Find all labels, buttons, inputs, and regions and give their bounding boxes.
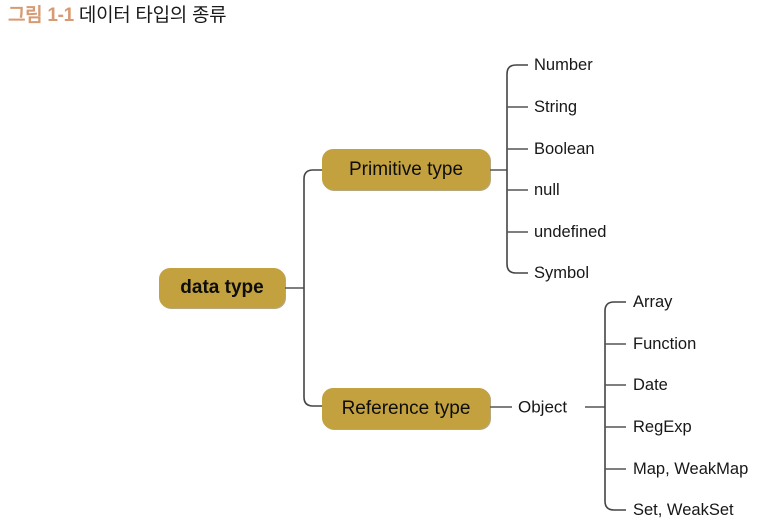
leaf-number: Number [534, 55, 593, 74]
leaf-map-weakmap: Map, WeakMap [633, 459, 749, 478]
leaf-undefined: undefined [534, 222, 607, 241]
node-object: Object [518, 397, 568, 417]
node-data-type[interactable]: data type [159, 268, 285, 308]
leaf-null: null [534, 180, 560, 199]
leaf-array: Array [633, 292, 673, 311]
leaf-regexp: RegExp [633, 417, 692, 436]
leaf-string: String [534, 97, 578, 116]
bracket-root-split [303, 169, 322, 407]
figure-number: 그림 1-1 [8, 5, 74, 26]
leaf-date: Date [633, 375, 668, 394]
bracket-reference-leaves [604, 301, 626, 511]
leaf-symbol: Symbol [534, 263, 590, 282]
node-primitive-type[interactable]: Primitive type [322, 149, 490, 190]
leaf-function: Function [633, 334, 697, 353]
leaf-set-weakset: Set, WeakSet [633, 500, 734, 519]
figure-title: 데이터 타입의 종류 [78, 5, 227, 26]
bracket-primitive-leaves [506, 64, 528, 274]
leaf-boolean: Boolean [534, 139, 595, 158]
node-reference-type[interactable]: Reference type [322, 388, 490, 429]
